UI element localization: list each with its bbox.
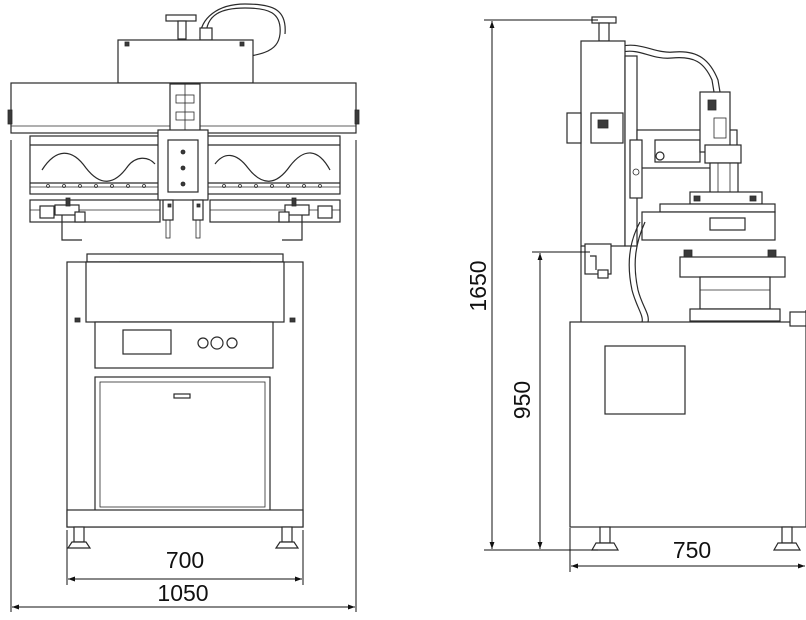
side-cable-chain (628, 221, 643, 323)
dimension-1050: 1050 (10, 140, 357, 612)
front-upper-housing (117, 39, 254, 84)
dimension-750: 750 (569, 528, 805, 572)
front-rail-holes (46, 184, 322, 188)
side-air-hose (621, 50, 715, 93)
dimension-950: 950 (509, 251, 590, 549)
front-squeegee (162, 199, 204, 239)
control-button-2 (210, 336, 224, 350)
dimension-700-label: 700 (166, 547, 204, 573)
front-left-clamp (54, 197, 86, 241)
side-view (566, 16, 806, 551)
dimension-700: 700 (66, 530, 304, 585)
front-right-foot (274, 526, 300, 549)
dimension-950-label: 950 (509, 381, 535, 419)
dimension-1050-label: 1050 (157, 580, 208, 606)
front-right-clamp (278, 197, 310, 241)
side-right-foot (772, 526, 802, 551)
side-access-panel (604, 345, 686, 415)
side-left-foot (590, 526, 620, 551)
front-left-foot (66, 526, 92, 549)
dimension-1650-label: 1650 (465, 260, 491, 311)
front-table-plate (86, 253, 284, 263)
side-print-head-arm (636, 91, 742, 194)
door-handle (173, 393, 191, 399)
front-cabinet-door (94, 376, 271, 513)
control-panel-screen (122, 329, 172, 355)
dimension-1650: 1650 (465, 19, 598, 551)
front-top-knob (165, 14, 197, 40)
side-screen-table (641, 191, 776, 241)
control-button-3 (226, 337, 238, 349)
control-button-1 (197, 337, 209, 349)
front-view (7, 3, 360, 549)
front-control-panel (94, 321, 274, 369)
dimension-750-label: 750 (673, 537, 711, 563)
side-work-table (679, 249, 786, 322)
